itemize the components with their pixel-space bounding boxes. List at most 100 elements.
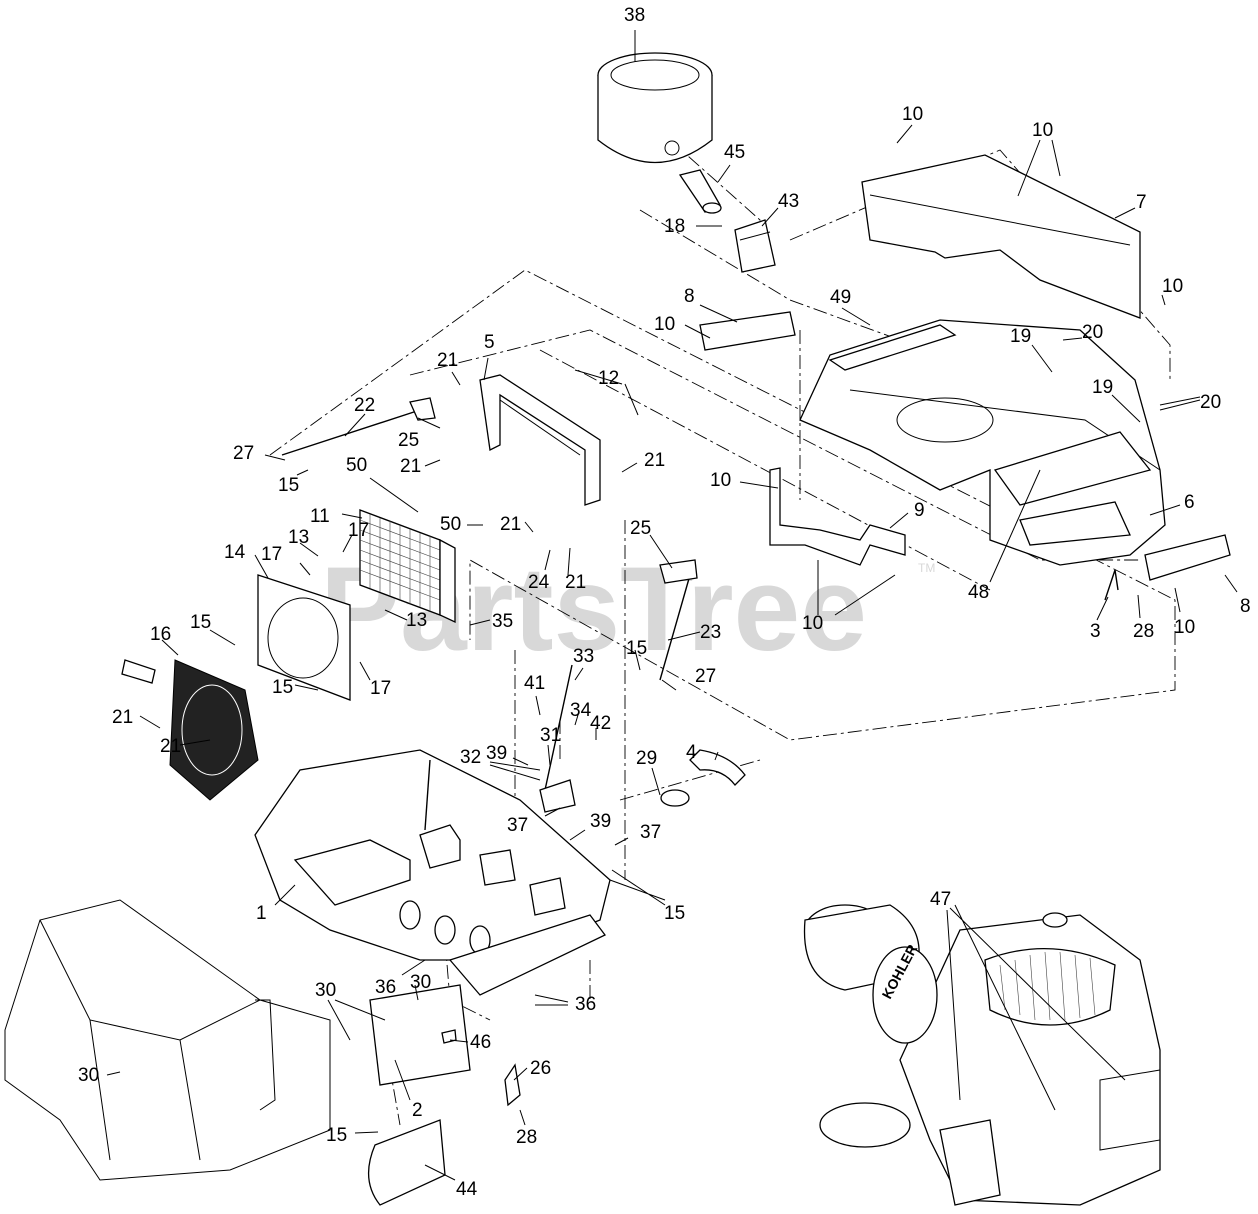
callout-46: 46 (470, 1032, 491, 1053)
callout-10: 10 (1174, 617, 1195, 638)
callout-36: 36 (375, 977, 396, 998)
pre-cleaner-bowl (597, 52, 713, 164)
callout-29: 29 (636, 748, 657, 769)
breather-hose (660, 749, 746, 807)
callout-18: 18 (664, 216, 685, 237)
callout-3: 3 (1090, 621, 1101, 642)
deflector (367, 1119, 446, 1206)
callout-13: 13 (288, 527, 309, 548)
intake-clip (734, 219, 776, 273)
callout-49: 49 (830, 287, 851, 308)
shroud-bracket (769, 467, 906, 566)
callout-44: 44 (456, 1179, 478, 1200)
callout-41: 41 (524, 673, 545, 694)
oil-cooler (359, 509, 456, 624)
callout-39: 39 (590, 811, 611, 832)
callout-48: 48 (968, 582, 989, 603)
callout-21: 21 (500, 514, 521, 535)
callout-45: 45 (724, 142, 745, 163)
callout-19: 19 (1092, 377, 1113, 398)
callout-21: 21 (565, 572, 586, 593)
callout-30: 30 (78, 1065, 99, 1086)
callout-35: 35 (492, 611, 513, 632)
callout-5: 5 (484, 332, 495, 353)
callout-20: 20 (1200, 392, 1221, 413)
callout-1: 1 (256, 903, 267, 924)
callout-21: 21 (437, 350, 458, 371)
callout-33: 33 (573, 646, 594, 667)
fan-shroud (257, 574, 351, 701)
callout-38: 38 (624, 5, 645, 26)
callout-28: 28 (1133, 621, 1154, 642)
callout-23: 23 (700, 622, 721, 643)
callout-27: 27 (695, 666, 716, 687)
callout-15: 15 (626, 638, 647, 659)
throttle-linkage (539, 664, 576, 813)
callout-17: 17 (348, 520, 369, 541)
callout-9: 9 (914, 500, 925, 521)
callout-16: 16 (150, 624, 171, 645)
watermark-tm: TM (918, 561, 935, 575)
rear-panel (861, 154, 1141, 319)
callout-17: 17 (261, 544, 282, 565)
callout-22: 22 (354, 395, 375, 416)
callout-37: 37 (507, 815, 528, 836)
callout-10: 10 (654, 314, 675, 335)
engine-shroud (799, 319, 1166, 566)
kohler-engine (803, 904, 1161, 1206)
hook-bracket (1104, 569, 1119, 601)
leader-lines (106, 30, 1238, 1181)
callout-21: 21 (644, 450, 665, 471)
control-rod-upper (281, 397, 436, 456)
callout-37: 37 (640, 822, 661, 843)
callout-10: 10 (710, 470, 731, 491)
callout-15: 15 (326, 1125, 347, 1146)
callout-50: 50 (440, 514, 461, 535)
callout-labels: 38 45 43 18 10 10 7 10 8 10 49 19 20 19 … (78, 5, 1251, 1200)
callout-28: 28 (516, 1127, 537, 1148)
callout-47: 47 (930, 889, 951, 910)
callout-15: 15 (664, 903, 685, 924)
callout-10: 10 (1162, 276, 1183, 297)
chassis-frame (4, 899, 331, 1181)
callout-36: 36 (575, 994, 596, 1015)
callout-7: 7 (1136, 192, 1147, 213)
callout-8: 8 (1240, 596, 1251, 617)
base-tray (254, 749, 611, 996)
callout-2: 2 (412, 1100, 423, 1121)
callout-4: 4 (686, 742, 697, 763)
callout-8: 8 (684, 286, 695, 307)
callout-20: 20 (1082, 322, 1103, 343)
callout-15: 15 (278, 475, 299, 496)
trim-strip-lower (1144, 534, 1231, 581)
radiator-frame (479, 374, 601, 506)
callout-39: 39 (486, 743, 507, 764)
intake-hose (678, 169, 722, 214)
callout-21: 21 (112, 707, 133, 728)
trim-strip-upper (699, 311, 796, 351)
callout-14: 14 (224, 542, 246, 563)
callout-42: 42 (590, 713, 611, 734)
callout-10: 10 (802, 613, 823, 634)
callout-21: 21 (400, 456, 421, 477)
callout-12: 12 (598, 368, 619, 389)
callout-19: 19 (1010, 326, 1031, 347)
tab-clip (504, 1063, 521, 1107)
callout-26: 26 (530, 1058, 551, 1079)
callout-24: 24 (528, 572, 550, 593)
callout-30: 30 (410, 972, 431, 993)
callout-10: 10 (902, 104, 923, 125)
callout-21: 21 (160, 736, 181, 757)
callout-27: 27 (233, 443, 254, 464)
mount-plate (369, 984, 471, 1086)
callout-10: 10 (1032, 120, 1053, 141)
callout-15: 15 (190, 612, 211, 633)
callout-34: 34 (570, 700, 592, 721)
callout-31: 31 (540, 725, 561, 746)
callout-15: 15 (272, 677, 293, 698)
callout-13: 13 (406, 610, 427, 631)
callout-17: 17 (370, 678, 391, 699)
callout-11: 11 (310, 506, 330, 527)
callout-25: 25 (630, 518, 651, 539)
